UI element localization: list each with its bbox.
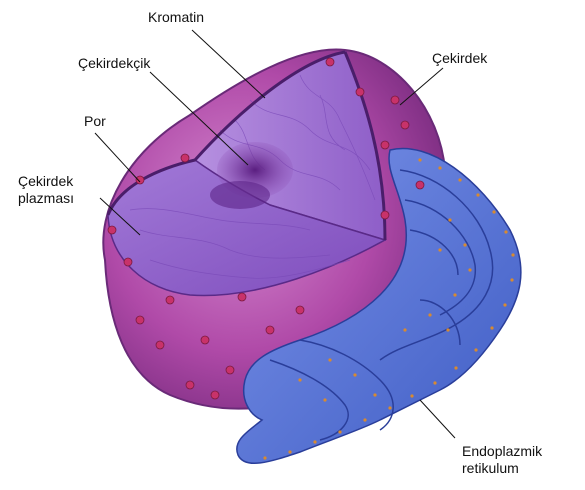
label-cekirdekcik: Çekirdekçik (78, 55, 150, 72)
label-er-line2: retikulum (462, 460, 542, 477)
label-endoplazmik-retikulum: Endoplazmik retikulum (462, 443, 542, 477)
label-kromatin: Kromatin (148, 9, 204, 26)
nucleolus-base (210, 181, 270, 209)
label-cekirdek: Çekirdek (432, 50, 487, 67)
label-er-line1: Endoplazmik (462, 443, 542, 460)
label-cekirdek-plazmasi-line1: Çekirdek (18, 173, 74, 190)
label-cekirdek-plazmasi-line2: plazması (18, 190, 74, 207)
label-cekirdek-plazmasi: Çekirdek plazması (18, 173, 74, 207)
label-por: Por (84, 113, 106, 130)
